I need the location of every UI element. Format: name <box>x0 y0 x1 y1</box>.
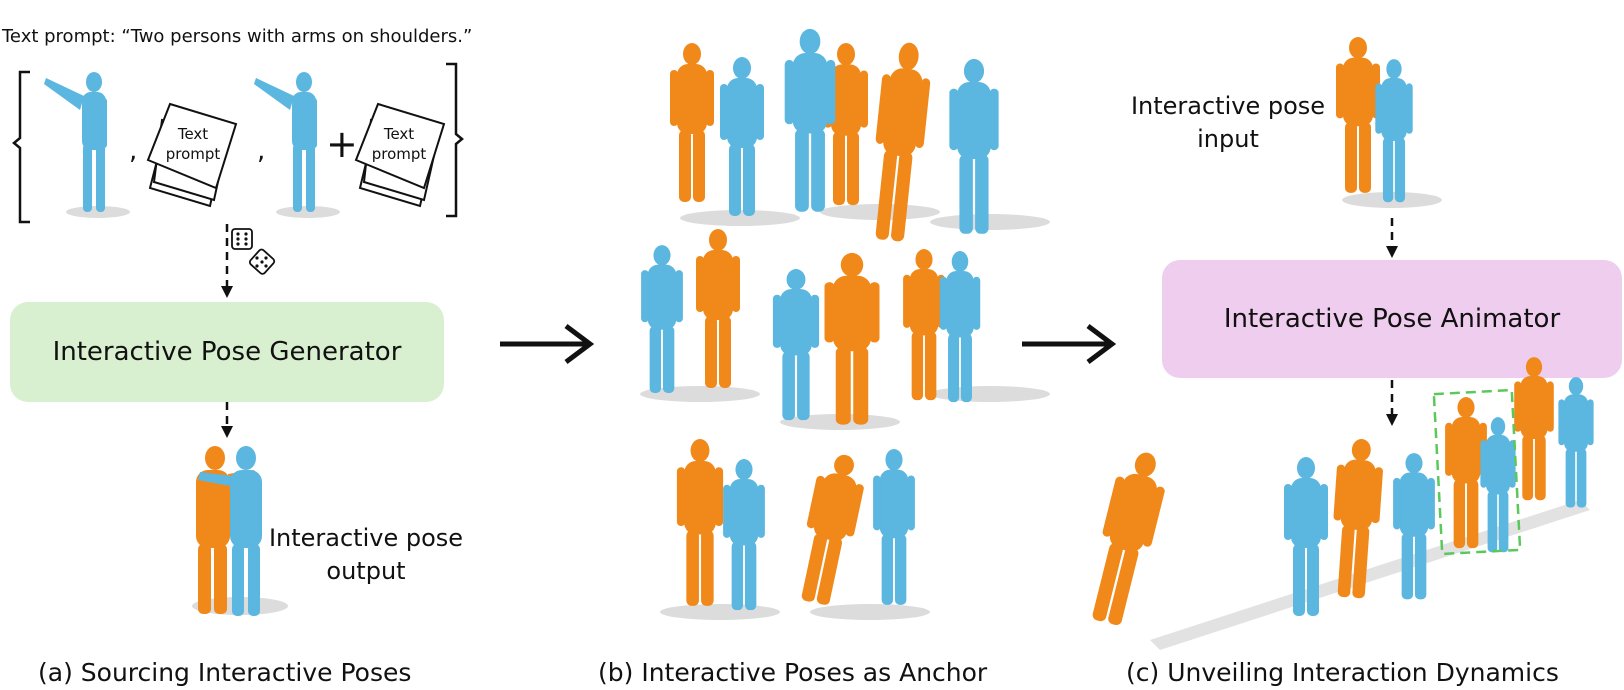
caption-c: (c) Unveiling Interaction Dynamics <box>1126 658 1559 687</box>
input-label: Interactive pose input <box>1130 92 1326 153</box>
orange-figure <box>196 446 258 614</box>
output-label: Interactive pose output <box>268 524 464 585</box>
comma-1: , <box>129 136 138 166</box>
blue-figure <box>1393 453 1435 600</box>
animator-label: Interactive Pose Animator <box>1223 304 1561 334</box>
orange-figure <box>1514 357 1554 501</box>
text-prompt-label: Text prompt: “Two persons with arms on s… <box>2 26 473 47</box>
caption-a: (a) Sourcing Interactive Poses <box>38 658 412 687</box>
plus-sign: + <box>326 122 358 166</box>
orange-figure <box>1081 446 1173 629</box>
paper-2-label: Text prompt <box>371 125 427 163</box>
blue-figure <box>198 446 262 616</box>
caption-b: (b) Interactive Poses as Anchor <box>598 658 988 687</box>
paper-1-label: Text prompt <box>165 125 221 163</box>
blue-figure <box>1558 377 1594 508</box>
interactive-pose-generator-box: Interactive Pose Generator <box>10 302 444 402</box>
highlight-dashed-box <box>1432 388 1522 556</box>
generator-label: Interactive Pose Generator <box>52 337 402 367</box>
comma-2: , <box>257 136 266 166</box>
interactive-pose-animator-box: Interactive Pose Animator <box>1162 260 1622 378</box>
